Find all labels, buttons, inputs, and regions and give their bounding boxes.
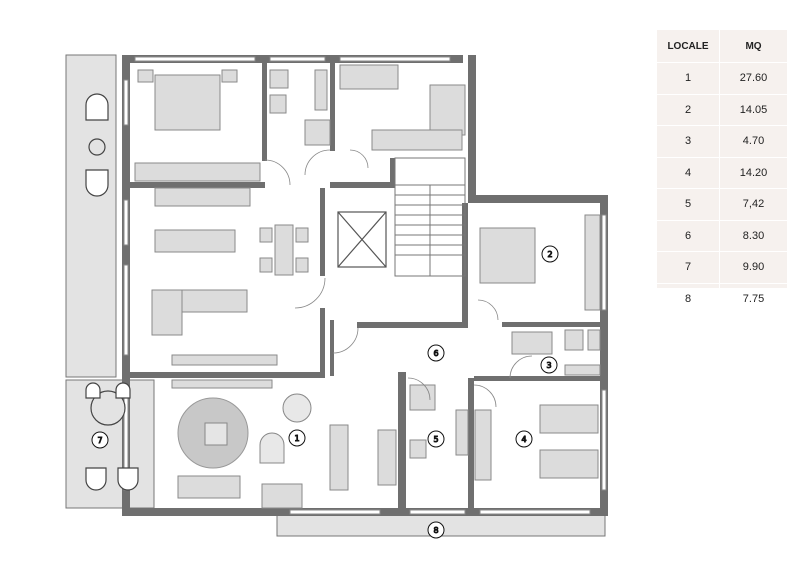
- svg-text:5: 5: [433, 435, 438, 444]
- rug-unit-1: [177, 397, 249, 469]
- svg-text:7: 7: [97, 436, 102, 445]
- locale-cell: 4: [657, 156, 720, 189]
- mq-cell: 27.60: [719, 62, 787, 94]
- kitchen-island: [154, 229, 236, 253]
- single-bed-4b: [539, 449, 599, 479]
- room-marker-3: 3: [540, 356, 558, 374]
- single-bed-top: [339, 64, 399, 90]
- locale-cell: 3: [657, 125, 720, 157]
- round-table-unit-1: [259, 393, 312, 464]
- locale-cell: 1: [657, 62, 720, 94]
- room-marker-4: 4: [515, 430, 533, 448]
- area-table-header: LOCALE MQ: [657, 30, 787, 63]
- mq-cell: 14.05: [719, 93, 787, 126]
- floor-plan: 1 2 3 4 5 6 7 8: [65, 54, 608, 539]
- locale-cell: 8: [657, 282, 720, 314]
- mq-cell: 4.70: [719, 125, 787, 157]
- locale-cell: 6: [657, 219, 720, 252]
- door-swings: [264, 149, 533, 408]
- svg-text:3: 3: [546, 361, 551, 370]
- double-bed-2: [479, 227, 536, 284]
- svg-text:8: 8: [433, 526, 438, 535]
- room-marker-2: 2: [541, 245, 559, 263]
- mq-cell: 7,42: [719, 188, 787, 220]
- room-marker-5: 5: [427, 430, 445, 448]
- single-bed-4a: [539, 404, 599, 434]
- stair-core: [394, 157, 466, 277]
- svg-text:1: 1: [294, 434, 299, 443]
- room-marker-7: 7: [91, 431, 109, 449]
- locale-cell: 2: [657, 93, 720, 126]
- header-mq: MQ: [719, 30, 787, 63]
- room-marker-8: 8: [427, 521, 445, 539]
- double-bed-1: [154, 74, 221, 131]
- mq-cell: 8.30: [719, 219, 787, 252]
- room-marker-6: 6: [427, 344, 445, 362]
- mq-cell: 7.75: [719, 282, 787, 314]
- furniture: [134, 64, 601, 509]
- room-marker-1: 1: [288, 429, 306, 447]
- windows: [123, 56, 607, 515]
- svg-text:4: 4: [521, 435, 526, 444]
- dining-table: [274, 224, 294, 276]
- sofa-unit-1: [177, 475, 241, 499]
- mq-cell: 9.90: [719, 251, 787, 283]
- svg-text:2: 2: [547, 250, 552, 259]
- room-markers: 1 2 3 4 5 6 7 8: [91, 245, 559, 539]
- svg-text:6: 6: [433, 349, 438, 358]
- locale-cell: 5: [657, 188, 720, 220]
- elevator: [337, 211, 387, 268]
- locale-cell: 7: [657, 251, 720, 283]
- mq-cell: 14.20: [719, 156, 787, 189]
- header-locale: LOCALE: [657, 30, 720, 63]
- terrace-furniture: [85, 93, 139, 491]
